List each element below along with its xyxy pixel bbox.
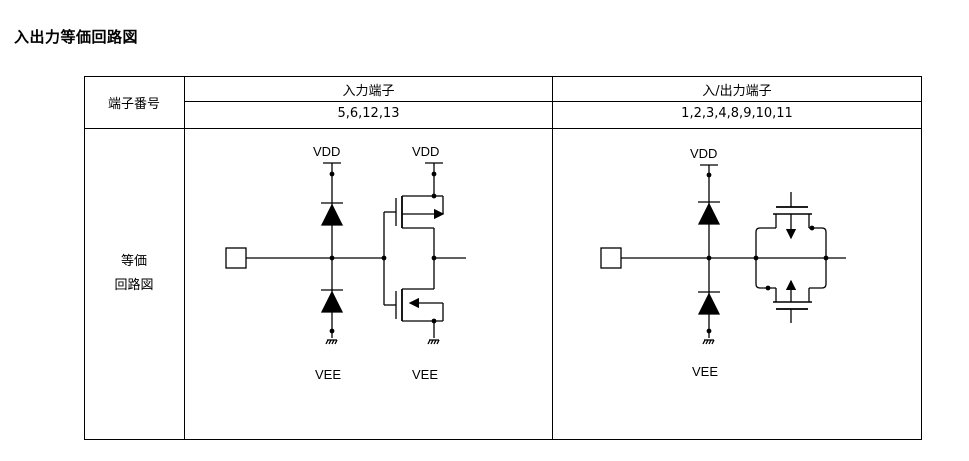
io-ground-symbol xyxy=(702,339,715,345)
diode-top xyxy=(320,203,344,226)
page-title: 入出力等価回路図 xyxy=(14,28,139,46)
col-header-input: 入力端子 xyxy=(342,84,395,99)
vee-label-input-left: VEE xyxy=(315,367,341,382)
io-circuit-junctions xyxy=(706,172,829,334)
input-pad xyxy=(225,247,247,269)
io-diode-top xyxy=(697,202,721,225)
row-header-equivalent-line1: 等価 xyxy=(120,254,147,269)
row-header-equivalent-line2: 回路図 xyxy=(114,278,154,293)
io-pad xyxy=(600,247,622,269)
vdd-label-io: VDD xyxy=(690,146,717,161)
input-terminal-numbers: 5,6,12,13 xyxy=(337,106,400,121)
row-header-terminal-number: 端子番号 xyxy=(107,97,160,112)
table-grid xyxy=(84,76,922,440)
vdd-label-input-right: VDD xyxy=(412,144,439,159)
vdd-label-input-left: VDD xyxy=(313,144,340,159)
ground-symbol-left xyxy=(325,339,338,345)
io-equivalent-circuit xyxy=(600,164,846,345)
input-equivalent-circuit xyxy=(225,162,466,345)
ground-symbol-right xyxy=(427,339,440,345)
io-terminal-numbers: 1,2,3,4,8,9,10,11 xyxy=(681,106,793,121)
io-diode-bottom xyxy=(697,292,721,315)
vee-label-io: VEE xyxy=(692,364,718,379)
input-circuit-junctions xyxy=(329,171,437,334)
vee-label-input-right: VEE xyxy=(412,367,438,382)
diode-bottom xyxy=(320,290,344,313)
col-header-io: 入/出力端子 xyxy=(702,84,772,99)
